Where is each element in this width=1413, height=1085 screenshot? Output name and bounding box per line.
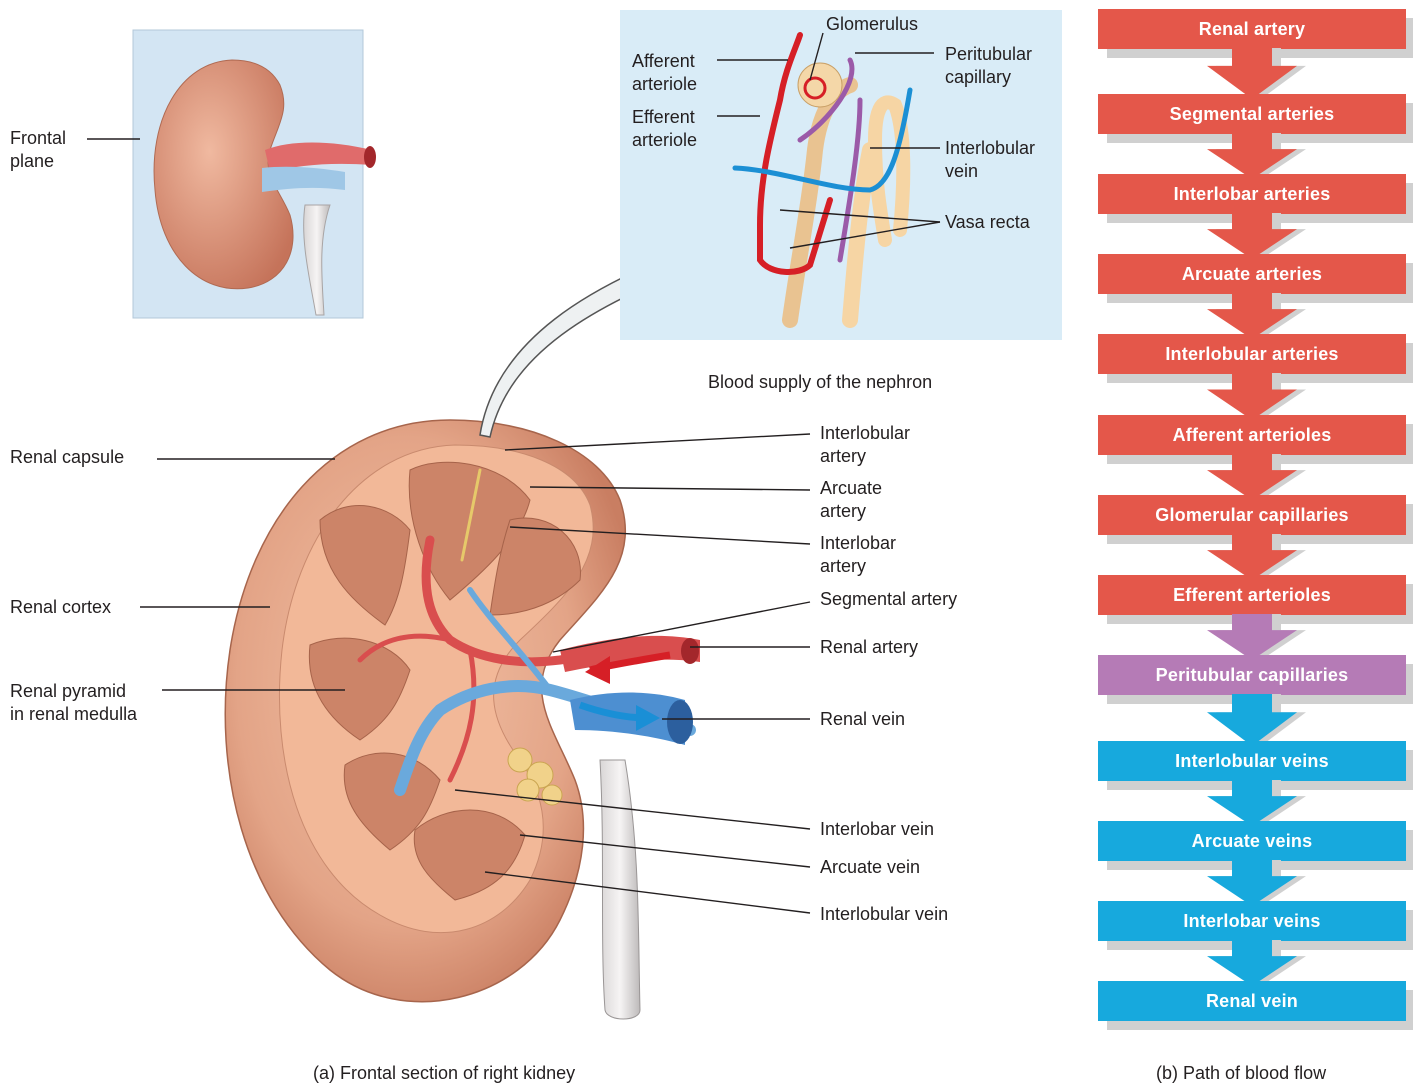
flow-step: Afferent arterioles bbox=[1098, 415, 1406, 455]
label-renal-vein: Renal vein bbox=[820, 708, 905, 731]
flow-step: Glomerular capillaries bbox=[1098, 495, 1406, 535]
label-arcuate-artery: Arcuate artery bbox=[820, 477, 882, 523]
flow-arrow bbox=[1197, 940, 1307, 986]
label-renal-pyramid: Renal pyramid in renal medulla bbox=[10, 680, 137, 726]
flow-step: Interlobar arteries bbox=[1098, 174, 1406, 214]
label-segmental-artery: Segmental artery bbox=[820, 588, 957, 611]
label-interlobar-vein: Interlobar vein bbox=[820, 818, 934, 841]
label-glomerulus: Glomerulus bbox=[826, 13, 918, 36]
label-renal-artery: Renal artery bbox=[820, 636, 918, 659]
caption-b: (b) Path of blood flow bbox=[1156, 1062, 1326, 1084]
flow-step: Renal vein bbox=[1098, 981, 1406, 1021]
label-vasa-recta: Vasa recta bbox=[945, 211, 1030, 234]
flow-step: Efferent arterioles bbox=[1098, 575, 1406, 615]
flow-step: Arcuate arteries bbox=[1098, 254, 1406, 294]
label-renal-capsule: Renal capsule bbox=[10, 446, 124, 469]
label-interlobar-artery: Interlobar artery bbox=[820, 532, 896, 578]
label-nephron-interlobular-vein: Interlobular vein bbox=[945, 137, 1035, 183]
flow-arrow bbox=[1197, 860, 1307, 906]
label-renal-cortex: Renal cortex bbox=[10, 596, 111, 619]
flow-arrow bbox=[1197, 48, 1307, 99]
flow-step: Interlobular arteries bbox=[1098, 334, 1406, 374]
main-kidney bbox=[225, 420, 700, 1019]
label-interlobular-vein: Interlobular vein bbox=[820, 903, 948, 926]
caption-a: (a) Frontal section of right kidney bbox=[313, 1062, 575, 1084]
flow-step: Interlobar veins bbox=[1098, 901, 1406, 941]
flow-step: Peritubular capillaries bbox=[1098, 655, 1406, 695]
label-peritubular-capillary: Peritubular capillary bbox=[945, 43, 1032, 89]
flow-step: Arcuate veins bbox=[1098, 821, 1406, 861]
flow-step: Interlobular veins bbox=[1098, 741, 1406, 781]
flow-step: Segmental arteries bbox=[1098, 94, 1406, 134]
flow-arrow bbox=[1197, 293, 1307, 339]
flow-arrow bbox=[1197, 780, 1307, 826]
frontal-plane-inset bbox=[133, 30, 376, 318]
flow-arrow bbox=[1197, 133, 1307, 179]
label-frontal-plane: Frontal plane bbox=[10, 127, 66, 173]
flow-arrow bbox=[1197, 534, 1307, 580]
flow-arrow bbox=[1197, 454, 1307, 500]
flow-arrow bbox=[1197, 213, 1307, 259]
label-arcuate-vein: Arcuate vein bbox=[820, 856, 920, 879]
flow-arrow bbox=[1197, 614, 1307, 660]
label-efferent-arteriole: Efferent arteriole bbox=[632, 106, 697, 152]
flow-arrow bbox=[1197, 373, 1307, 420]
label-interlobular-artery: Interlobular artery bbox=[820, 422, 910, 468]
flow-step: Renal artery bbox=[1098, 9, 1406, 49]
label-afferent-arteriole: Afferent arteriole bbox=[632, 50, 697, 96]
nephron-inset-caption: Blood supply of the nephron bbox=[708, 371, 932, 393]
flow-arrow bbox=[1197, 694, 1307, 746]
